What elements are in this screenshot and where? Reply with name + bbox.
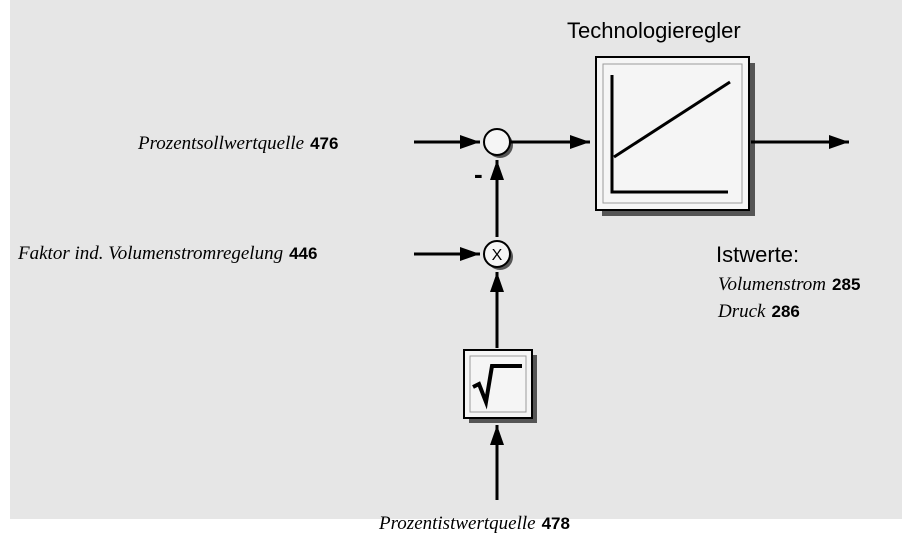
- minus-sign: -: [474, 159, 483, 189]
- actual-value-druck: Druck 286: [717, 301, 800, 322]
- druck-param: 286: [771, 302, 799, 321]
- factor-input-label: Faktor ind. Volumenstromregelung 446: [17, 243, 317, 264]
- controller-title: Technologieregler: [567, 18, 741, 43]
- multiplier-junction: X: [483, 240, 513, 270]
- actual-param: 478: [542, 514, 570, 533]
- multiply-symbol: X: [492, 247, 503, 264]
- summing-junction: [483, 128, 513, 158]
- controller-block: [595, 56, 755, 216]
- volumenstrom-param: 285: [832, 275, 860, 294]
- sqrt-block: [463, 349, 537, 423]
- actual-value-volumenstrom: Volumenstrom 285: [718, 274, 860, 295]
- setpoint-param: 476: [310, 134, 338, 153]
- actual-values-heading: Istwerte:: [716, 242, 799, 267]
- volumenstrom-label: Volumenstrom: [718, 274, 826, 295]
- actual-label: Prozentistwertquelle: [378, 513, 536, 533]
- setpoint-input-label: Prozentsollwertquelle 476: [137, 133, 338, 154]
- controller-ramp: [613, 80, 731, 159]
- controller-axes: [610, 75, 728, 194]
- druck-label: Druck: [717, 301, 766, 322]
- actual-input-label: Prozentistwertquelle 478: [378, 513, 570, 533]
- setpoint-label: Prozentsollwertquelle: [137, 133, 304, 154]
- factor-label: Faktor ind. Volumenstromregelung: [17, 243, 283, 264]
- sqrt-icon: [472, 364, 522, 410]
- factor-param: 446: [289, 244, 317, 263]
